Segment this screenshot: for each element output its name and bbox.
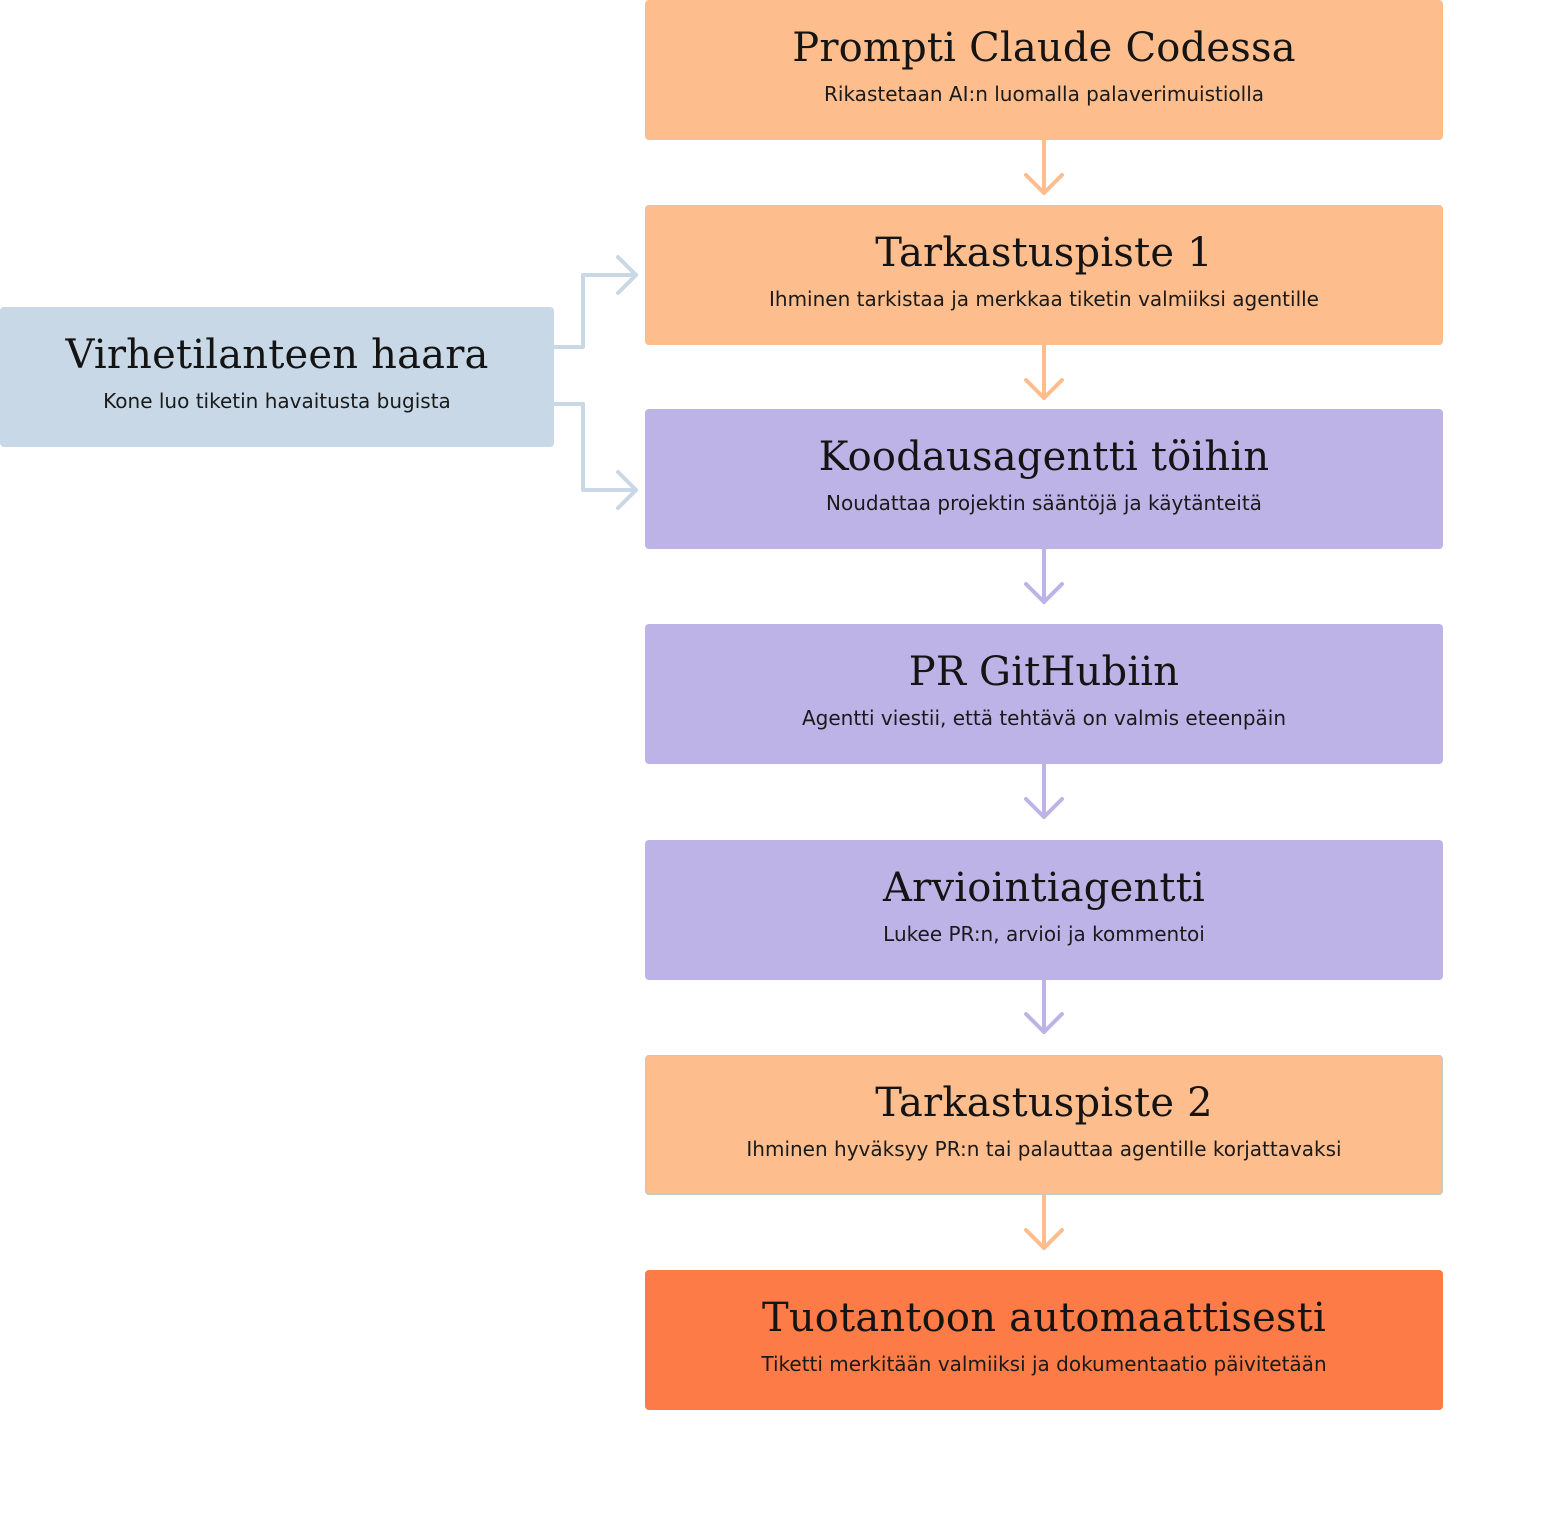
node-description: Agentti viestii, että tehtävä on valmis … [801,706,1287,730]
node-title: Tarkastuspiste 2 [875,1080,1213,1126]
node-description: Kone luo tiketin havaitusta bugista [103,389,451,413]
node-title: Tuotantoon automaattisesti [761,1295,1327,1341]
node-review-agent: Arviointiagentti Lukee PR:n, arvioi ja k… [645,840,1443,980]
arrow-pr-github-to-review-agent [1024,762,1064,819]
node-title: Tarkastuspiste 1 [875,230,1213,276]
arrow-prompt-to-checkpoint-1 [1024,138,1064,195]
node-production: Tuotantoon automaattisesti Tiketti merki… [645,1270,1443,1410]
node-description: Lukee PR:n, arvioi ja kommentoi [883,922,1205,946]
node-description: Tiketti merkitään valmiiksi ja dokumenta… [761,1352,1327,1376]
arrow-coding-agent-to-pr-github [1024,547,1064,604]
node-checkpoint-1: Tarkastuspiste 1 Ihminen tarkistaa ja me… [645,205,1443,345]
node-title: Arviointiagentti [883,865,1205,911]
node-description: Ihminen tarkistaa ja merkkaa tiketin val… [769,287,1319,311]
node-prompt: Prompti Claude Codessa Rikastetaan AI:n … [645,0,1443,140]
node-title: Prompti Claude Codessa [792,25,1296,71]
node-description: Rikastetaan AI:n luomalla palaverimuisti… [824,82,1264,106]
node-title: Koodausagentti töihin [818,434,1270,480]
arrow-error-branch-to-checkpoint-1 [552,255,638,349]
arrow-checkpoint-2-to-production [1024,1193,1064,1250]
node-description: Noudattaa projektin sääntöjä ja käytänte… [826,491,1262,515]
node-title: PR GitHubiin [908,649,1180,695]
node-pr-github: PR GitHubiin Agentti viestii, että tehtä… [645,624,1443,764]
arrow-error-branch-to-coding-agent [552,402,638,510]
node-error-branch: Virhetilanteen haara Kone luo tiketin ha… [0,307,554,447]
node-description: Ihminen hyväksyy PR:n tai palauttaa agen… [746,1137,1342,1161]
arrow-review-agent-to-checkpoint-2 [1024,978,1064,1034]
node-checkpoint-2: Tarkastuspiste 2 Ihminen hyväksyy PR:n t… [645,1055,1443,1195]
arrow-checkpoint-1-to-coding-agent [1024,343,1064,400]
node-title: Virhetilanteen haara [65,332,489,378]
node-coding-agent: Koodausagentti töihin Noudattaa projekti… [645,409,1443,549]
